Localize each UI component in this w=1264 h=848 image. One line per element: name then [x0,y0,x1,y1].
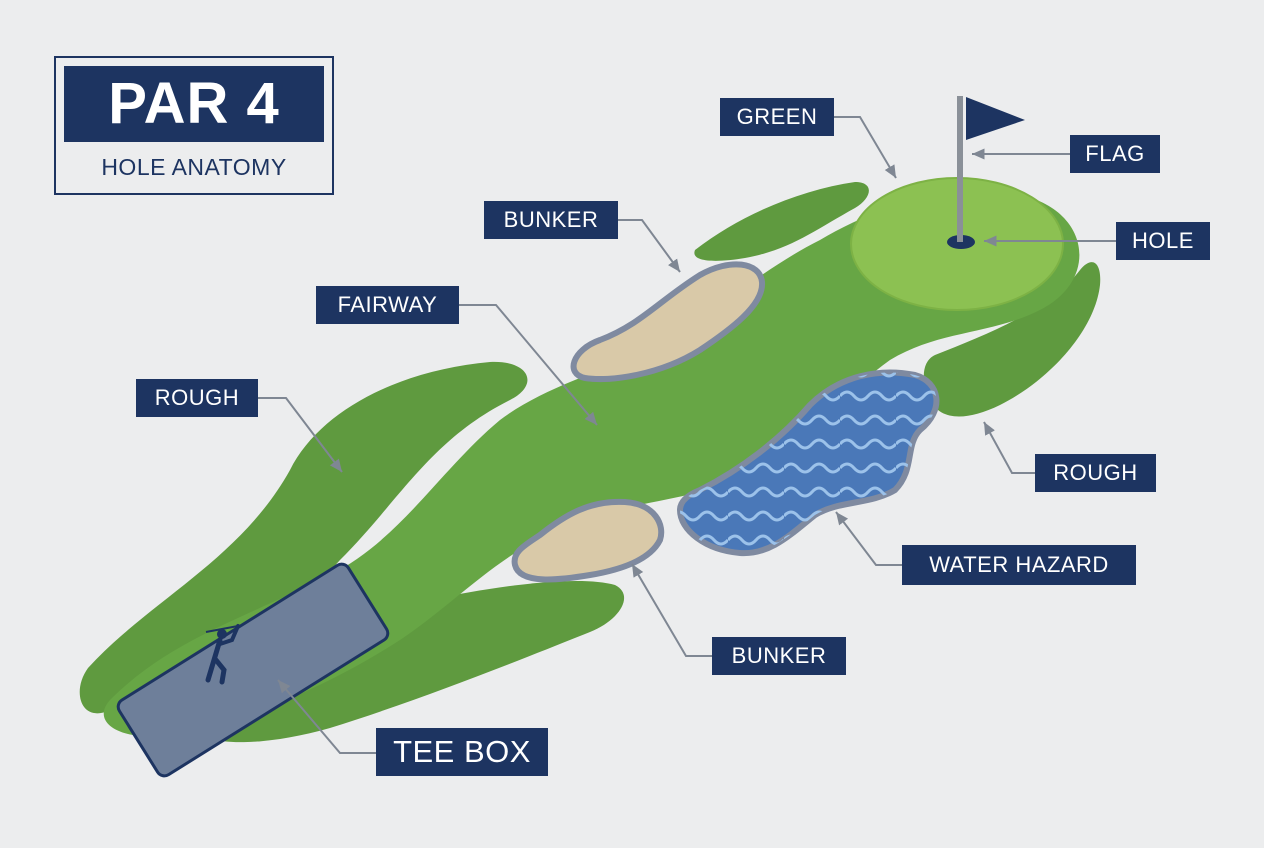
water-hazard-shape [676,369,940,557]
label-rough-right: ROUGH [1035,454,1156,492]
tee-box-shape [116,562,390,778]
rough-left-strip [79,361,528,714]
leader-bunker-lower [631,563,712,657]
flag-icon [957,96,1025,242]
label-rough-left: ROUGH [136,379,258,417]
label-fairway: FAIRWAY [316,286,459,324]
label-bunker-upper: BUNKER [484,201,618,239]
title-par: PAR 4 [64,66,324,142]
label-flag: FLAG [1070,135,1160,173]
rough-upper-strip [694,182,869,261]
leader-rough-right [983,421,1035,474]
golfer-icon [205,624,240,685]
leader-water [835,511,902,566]
leader-tee [277,679,376,754]
title-subtitle: HOLE ANATOMY [101,154,287,180]
label-tee-box: TEE BOX [376,728,548,776]
bunker-upper-shape [570,261,766,383]
label-green: GREEN [720,98,834,136]
label-water-hazard: WATER HAZARD [902,545,1136,585]
leader-rough-left [258,397,343,473]
label-bunker-lower: BUNKER [712,637,846,675]
leader-fairway [459,304,598,426]
leader-bunker-upper [618,219,681,273]
bunker-lower-shape [511,498,665,583]
label-hole: HOLE [1116,222,1210,260]
rough-right-strip [923,262,1101,417]
leader-green [822,116,897,179]
title-card: PAR 4 HOLE ANATOMY [54,56,334,195]
